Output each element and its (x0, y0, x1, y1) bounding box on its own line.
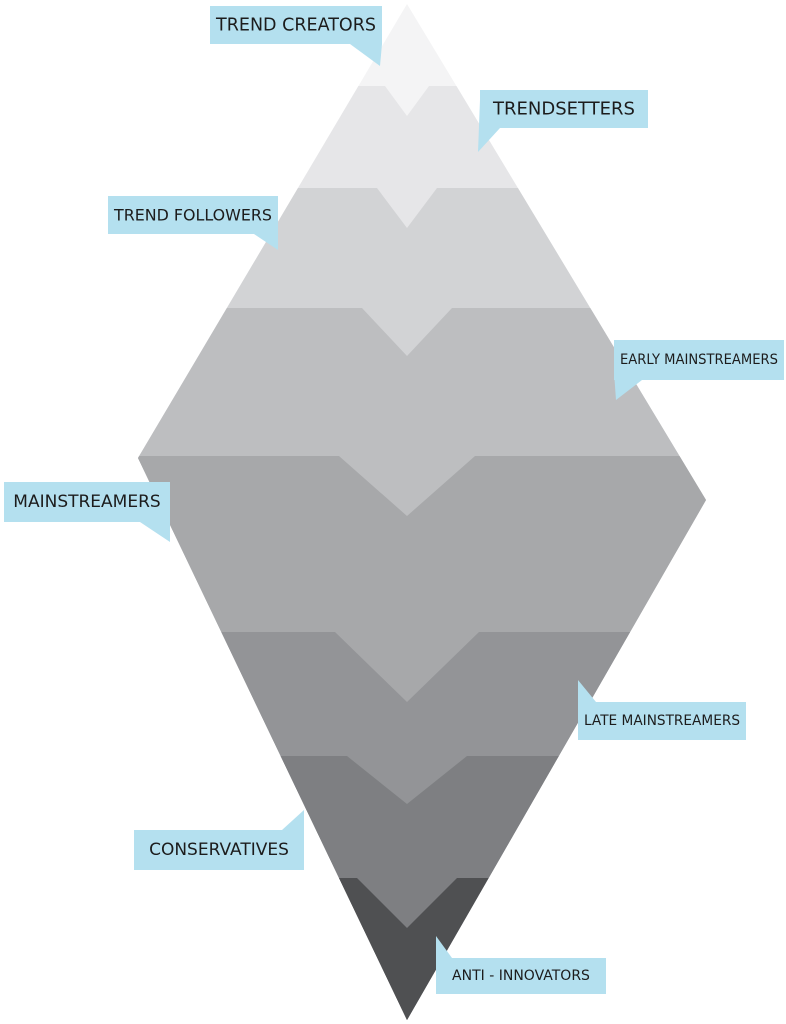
callout-box (480, 90, 648, 128)
callout-trend-followers: TREND FOLLOWERS (108, 196, 278, 250)
callout-trend-creators: TREND CREATORS (210, 6, 382, 66)
band-conservatives (280, 756, 559, 1020)
callout-label-anti-innovators: ANTI - INNOVATORS (452, 968, 590, 984)
segment-callouts: TREND CREATORS TRENDSETTERS TREND FOLLOWER… (4, 6, 784, 994)
callout-pointer (254, 234, 278, 250)
callout-trendsetters: TRENDSETTERS (478, 90, 648, 152)
callout-pointer (282, 810, 304, 830)
callout-box (4, 482, 170, 522)
callout-early-mainstreamers: EARLY MAINSTREAMERS (614, 340, 784, 400)
callout-label-conservatives: CONSERVATIVES (149, 840, 289, 860)
callout-box (108, 196, 278, 234)
callout-mainstreamers: MAINSTREAMERS (4, 482, 170, 542)
callout-anti-innovators: ANTI - INNOVATORS (436, 936, 606, 994)
callout-label-trend-creators: TREND CREATORS (215, 15, 376, 36)
callout-box (614, 340, 784, 380)
callout-late-mainstreamers: LATE MAINSTREAMERS (578, 680, 746, 740)
callout-pointer (350, 44, 382, 66)
callout-box (210, 6, 382, 44)
callout-label-mainstreamers: MAINSTREAMERS (13, 492, 160, 512)
callout-box (436, 958, 606, 994)
callout-label-trend-followers: TREND FOLLOWERS (113, 206, 272, 225)
diamond-bands (138, 4, 706, 1020)
callout-conservatives: CONSERVATIVES (134, 810, 304, 870)
callout-label-early-mainstreamers: EARLY MAINSTREAMERS (620, 352, 778, 368)
callout-label-late-mainstreamers: LATE MAINSTREAMERS (584, 713, 740, 729)
callout-pointer (140, 522, 170, 542)
band-anti-innovators (339, 878, 489, 1020)
callout-box (134, 830, 304, 870)
callout-label-trendsetters: TRENDSETTERS (492, 99, 635, 120)
callout-box (578, 702, 746, 740)
